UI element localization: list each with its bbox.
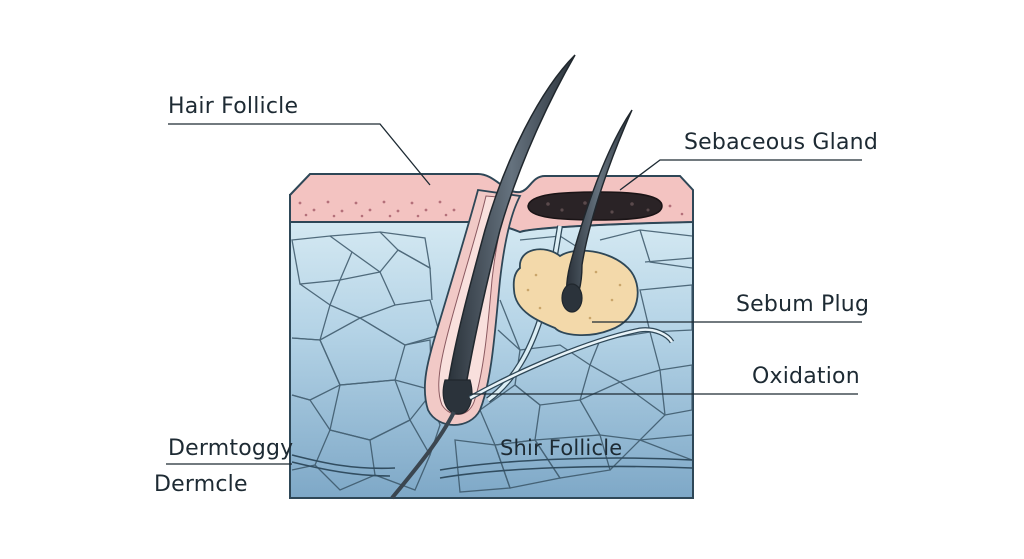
hair-bulb	[442, 379, 473, 415]
cell-network	[291, 229, 693, 493]
dermal-fibers	[291, 454, 693, 479]
hair-root-tail	[390, 411, 456, 500]
leader-sebaceous-gland	[619, 159, 862, 191]
leader-lines	[166, 123, 862, 465]
label-oxidation: Oxidation	[752, 364, 860, 389]
sebum-texture	[526, 270, 622, 320]
blackhead-texture	[546, 201, 650, 214]
label-dermtoggy: Dermtoggy	[168, 436, 294, 461]
label-hair-follicle: Hair Follicle	[168, 94, 299, 119]
leader-hair-follicle	[168, 123, 431, 186]
label-dermcle: Dermcle	[154, 472, 248, 497]
label-sebaceous-gland: Sebaceous Gland	[684, 130, 878, 155]
hair-secondary-bulb	[561, 283, 583, 313]
label-shir-follicle: Shir Follicle	[500, 436, 623, 460]
label-sebum-plug: Sebum Plug	[736, 292, 870, 317]
